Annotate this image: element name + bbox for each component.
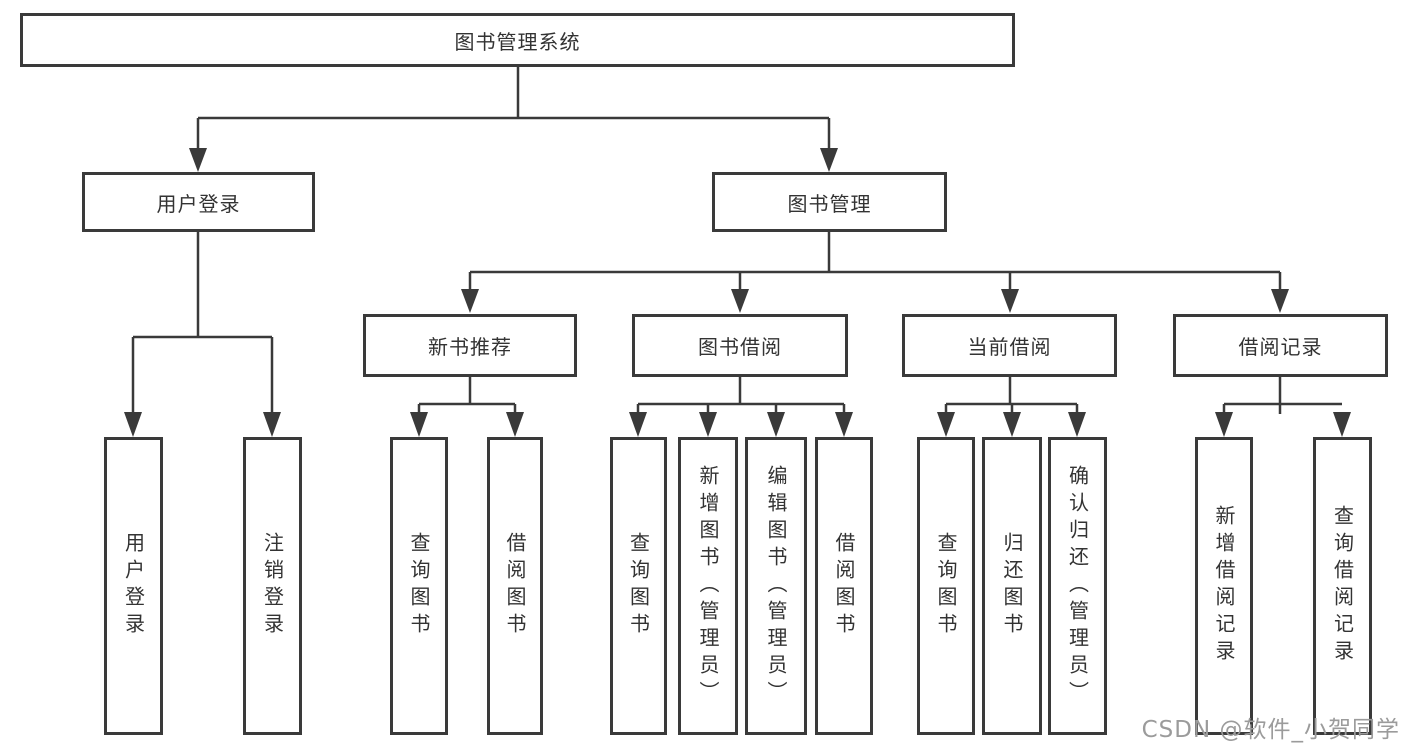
node-edit-book-admin: 编辑图书（管理员） [745, 437, 807, 735]
node-borrow-books-leaf: 借阅图书 [815, 437, 873, 735]
node-query-books-borrow-label: 查询图书 [626, 532, 651, 640]
node-query-books-current: 查询图书 [917, 437, 975, 735]
node-user-login-leaf-label: 用户登录 [121, 532, 146, 640]
node-user-login-branch: 用户登录 [82, 172, 315, 232]
node-return-books-label: 归还图书 [1000, 532, 1024, 640]
node-current-borrow: 当前借阅 [902, 314, 1117, 377]
node-confirm-return-admin: 确认归还（管理员） [1048, 437, 1107, 735]
node-borrow-books-newrec-label: 借阅图书 [503, 532, 527, 640]
node-add-borrow-record-label: 新增借阅记录 [1212, 505, 1236, 667]
node-logout-leaf: 注销登录 [243, 437, 302, 735]
node-query-books-current-label: 查询图书 [934, 532, 958, 640]
node-borrow-records-label: 借阅记录 [1238, 335, 1323, 359]
node-confirm-return-admin-label: 确认归还（管理员） [1065, 464, 1090, 708]
node-book-management-branch-label: 图书管理 [787, 191, 872, 216]
node-current-borrow-label: 当前借阅 [967, 335, 1052, 359]
node-root-label: 图书管理系统 [454, 29, 581, 54]
node-add-borrow-record: 新增借阅记录 [1195, 437, 1253, 735]
connector-paths [131, 67, 1342, 414]
node-return-books: 归还图书 [982, 437, 1042, 735]
node-query-books-borrow: 查询图书 [610, 437, 667, 735]
node-new-book-recommend-label: 新书推荐 [428, 335, 512, 359]
node-logout-leaf-label: 注销登录 [260, 532, 285, 640]
node-book-management-branch: 图书管理 [712, 172, 947, 232]
node-query-books-newrec-label: 查询图书 [407, 532, 431, 640]
node-borrow-books-leaf-label: 借阅图书 [832, 532, 856, 640]
node-book-borrow-label: 图书借阅 [698, 335, 782, 359]
csdn-watermark: CSDN @软件_小贺同学 [1141, 717, 1400, 743]
node-edit-book-admin-label: 编辑图书（管理员） [764, 464, 788, 708]
node-add-book-admin-label: 新增图书（管理员） [696, 464, 720, 708]
node-user-login-branch-label: 用户登录 [156, 191, 241, 216]
node-add-book-admin: 新增图书（管理员） [678, 437, 738, 735]
node-query-borrow-record: 查询借阅记录 [1313, 437, 1372, 735]
node-book-borrow: 图书借阅 [632, 314, 848, 377]
node-borrow-books-newrec: 借阅图书 [487, 437, 543, 735]
node-user-login-leaf: 用户登录 [104, 437, 163, 735]
node-new-book-recommend: 新书推荐 [363, 314, 577, 377]
node-borrow-records: 借阅记录 [1173, 314, 1388, 377]
node-query-books-newrec: 查询图书 [390, 437, 448, 735]
node-query-borrow-record-label: 查询借阅记录 [1330, 505, 1355, 667]
arrowheads [124, 148, 1351, 437]
node-root: 图书管理系统 [20, 13, 1015, 67]
